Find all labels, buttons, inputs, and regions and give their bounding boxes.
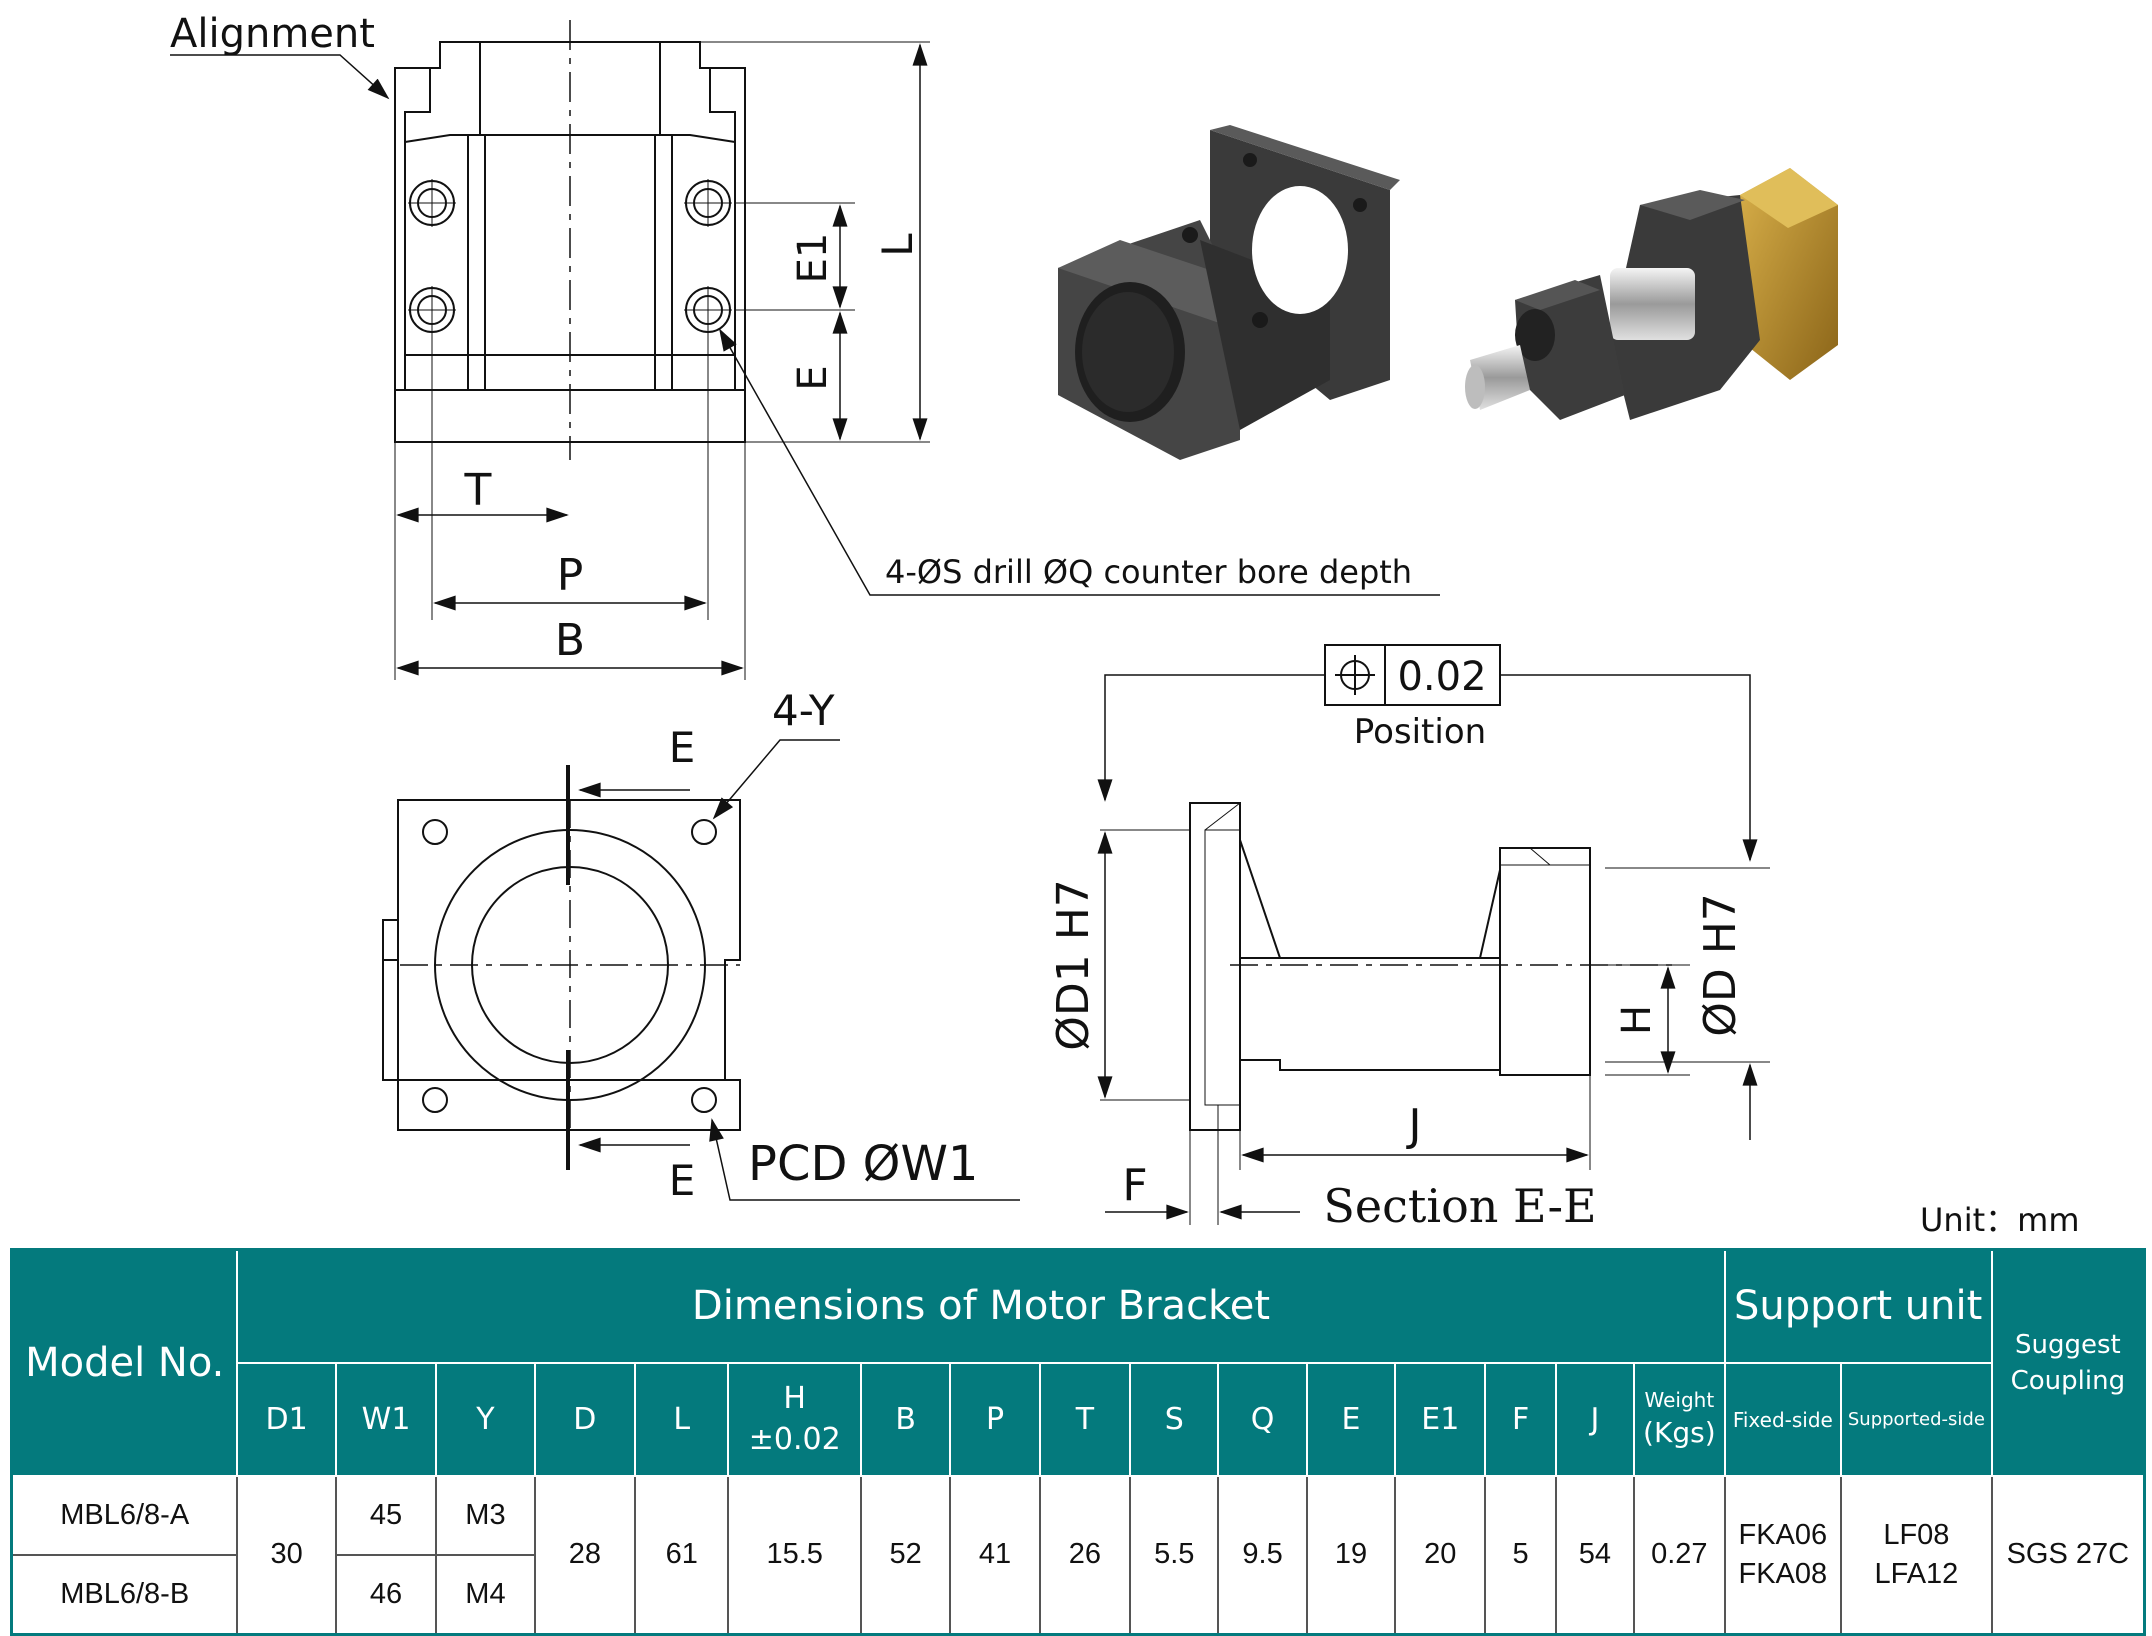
front-E-bottom-label: E (669, 1156, 696, 1205)
col-D: D (533, 1361, 637, 1478)
unit-label: Unit：mm (1920, 1201, 2080, 1239)
header-suggest-coupling: Suggest Coupling (1990, 1248, 2146, 1478)
col-S: S (1129, 1361, 1220, 1478)
technical-drawing: Alignment L E1 E T P B 4-ØS drill ØQ cou… (170, 11, 1838, 1233)
cell-J: 54 (1554, 1475, 1636, 1636)
dim-H-label: H (1614, 1005, 1660, 1035)
cell-L: 61 (634, 1475, 730, 1636)
alignment-label: Alignment (170, 11, 375, 57)
header-row-2: D1 W1 Y D L H ±0.02 B P T S Q E E1 F J W… (12, 1361, 2145, 1478)
model-cell: MBL6/8-B (10, 1554, 239, 1636)
cell-D: 28 (533, 1475, 637, 1636)
col-T: T (1038, 1361, 1132, 1478)
col-F: F (1484, 1361, 1557, 1478)
cell-W1: 46 (334, 1554, 438, 1636)
bracket-render (1058, 125, 1400, 460)
col-H-tolerance: ±0.02 (748, 1421, 841, 1457)
cell-D1: 30 (236, 1475, 337, 1636)
header-row-1: Model No. Dimensions of Motor Bracket Su… (10, 1248, 2146, 1478)
col-Y: Y (435, 1361, 536, 1478)
col-B: B (859, 1361, 952, 1478)
dim-P-label: P (557, 550, 584, 601)
front-E-top-label: E (669, 723, 696, 772)
table-row: MBL6/8-A 30 45 M3 28 61 15.5 52 41 26 5.… (10, 1475, 2146, 1636)
counterbore-note: 4-ØS drill ØQ counter bore depth (885, 553, 1412, 591)
col-weight: Weight (Kgs) (1633, 1361, 1726, 1478)
motor-assembly-render (1465, 168, 1838, 420)
cell-Y: M3 (435, 1475, 536, 1557)
dim-E1-label: E1 (790, 233, 836, 284)
dim-L-label: L (873, 233, 922, 257)
cell-B: 52 (859, 1475, 952, 1636)
cell-H: 15.5 (727, 1475, 862, 1636)
col-E1: E1 (1394, 1361, 1487, 1478)
col-fixed-side: Fixed-side (1723, 1361, 1843, 1478)
cell-fixed-side: FKA06 FKA08 (1723, 1475, 1843, 1636)
top-view (170, 20, 1440, 680)
col-weight-label: Weight (1644, 1388, 1715, 1413)
col-W1: W1 (334, 1361, 438, 1478)
col-H-label: H (783, 1381, 806, 1417)
header-model: Model No. (10, 1248, 239, 1478)
cell-F: 5 (1484, 1475, 1557, 1636)
header-dimensions: Dimensions of Motor Bracket (236, 1248, 1726, 1364)
col-L: L (634, 1361, 730, 1478)
col-E: E (1305, 1361, 1397, 1478)
d1-h7-label: ØD1 H7 (1048, 879, 1099, 1051)
cell-supported-side: LF08 LFA12 (1840, 1475, 1993, 1636)
col-P: P (949, 1361, 1041, 1478)
model-cell: MBL6/8-A (10, 1475, 239, 1557)
cell-P: 41 (949, 1475, 1041, 1636)
cell-E: 19 (1305, 1475, 1397, 1636)
front-view-outline (382, 799, 741, 1131)
d-h7-label: ØD H7 (1695, 893, 1746, 1037)
col-D1: D1 (236, 1361, 337, 1478)
pcd-label: PCD ØW1 (748, 1136, 978, 1192)
cell-E1: 20 (1394, 1475, 1487, 1636)
section-label: Section E-E (1323, 1179, 1596, 1233)
cell-Q: 9.5 (1217, 1475, 1308, 1636)
fixed-side-1: FKA06 (1738, 1519, 1828, 1552)
tolerance-value: 0.02 (1397, 654, 1486, 700)
dim-F-label: F (1122, 1160, 1147, 1211)
col-J: J (1554, 1361, 1636, 1478)
spec-table: Model No. Dimensions of Motor Bracket Su… (10, 1248, 2146, 1636)
col-weight-unit: (Kgs) (1643, 1416, 1716, 1450)
header-support-unit: Support unit (1723, 1248, 1993, 1364)
dim-T-label: T (464, 465, 492, 516)
col-supported-side: Supported-side (1840, 1361, 1993, 1478)
cell-S: 5.5 (1129, 1475, 1220, 1636)
col-H: H ±0.02 (727, 1361, 862, 1478)
cell-W1: 45 (334, 1475, 438, 1557)
cell-Y: M4 (435, 1554, 536, 1636)
cell-T: 26 (1038, 1475, 1132, 1636)
fixed-side-2: FKA08 (1738, 1558, 1828, 1591)
cell-coupling: SGS 27C (1990, 1475, 2146, 1636)
supported-side-1: LF08 (1883, 1519, 1950, 1552)
dim-J-label: J (1406, 1100, 1422, 1151)
dim-B-label: B (555, 615, 585, 666)
supported-side-2: LFA12 (1874, 1558, 1959, 1591)
position-label: Position (1354, 712, 1486, 752)
cell-weight: 0.27 (1633, 1475, 1726, 1636)
col-Q: Q (1217, 1361, 1308, 1478)
section-view (1097, 644, 1770, 1225)
dim-E-label: E (790, 365, 836, 390)
four-y-label: 4-Y (772, 686, 835, 735)
